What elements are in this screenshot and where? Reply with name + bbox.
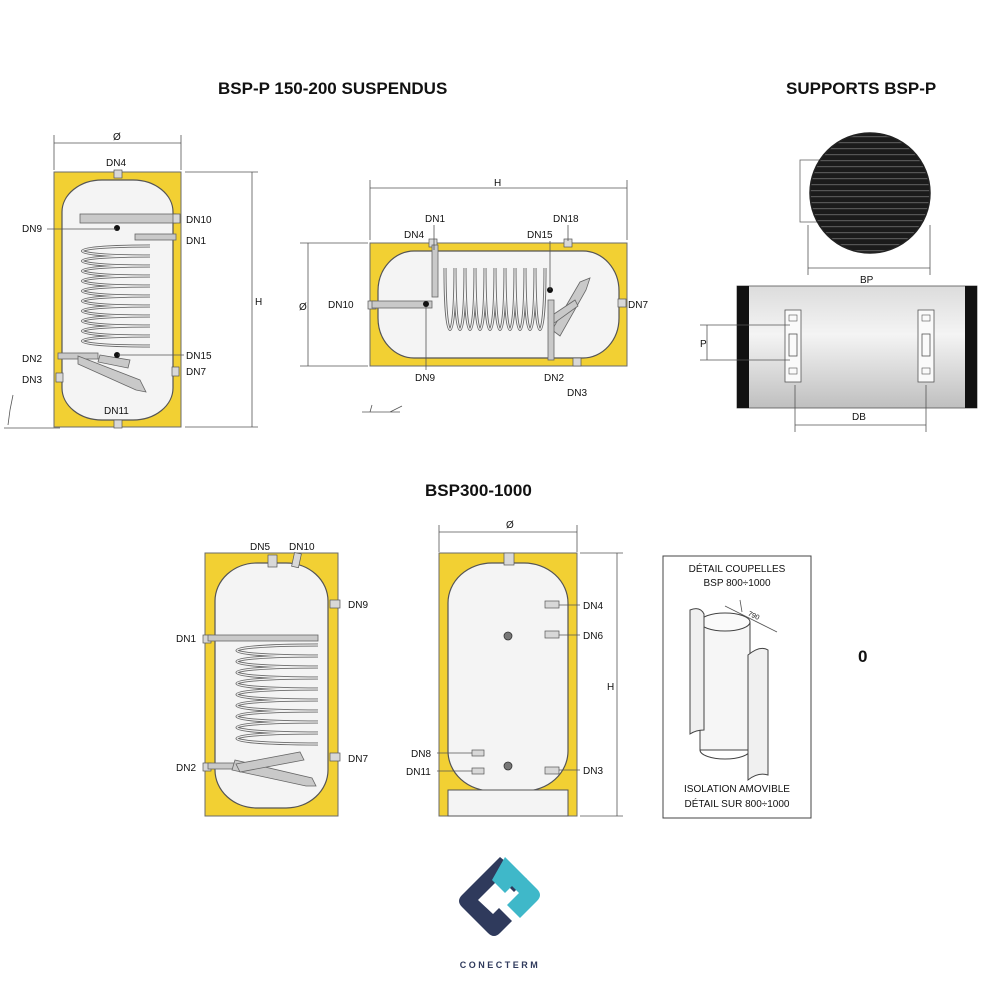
vertical-tank-label-dn11: DN11 bbox=[104, 406, 129, 417]
section-title-bsp-p-suspendus: BSP-P 150-200 SUSPENDUS bbox=[218, 79, 448, 98]
horizontal-tank-diameter-label: Ø bbox=[299, 302, 307, 313]
supports-label-db: DB bbox=[852, 412, 866, 423]
large-tank-side-label-dn11: DN11 bbox=[406, 767, 431, 778]
vertical-tank-label-dn4: DN4 bbox=[106, 158, 126, 169]
conecterm-logo: CONECTERM bbox=[459, 857, 540, 970]
large-tank-side-label-dn3: DN3 bbox=[583, 766, 603, 777]
vertical-tank-label-dn15: DN15 bbox=[186, 351, 212, 362]
large-tank-coil bbox=[235, 643, 319, 746]
vertical-tank-label-dn3: DN3 bbox=[22, 375, 42, 386]
large-tank-side-diagram: Ø H DN4 DN6 DN8 DN11 DN3 bbox=[406, 520, 623, 817]
large-tank-front-label-dn10: DN10 bbox=[289, 542, 315, 553]
large-tank-front-label-dn9: DN9 bbox=[348, 600, 368, 611]
zero-label: 0 bbox=[858, 647, 868, 666]
large-tank-side-label-dn6: DN6 bbox=[583, 631, 603, 642]
large-tank-front-label-dn7: DN7 bbox=[348, 754, 368, 765]
vertical-tank-label-dn10: DN10 bbox=[186, 215, 212, 226]
large-tank-front-diagram: DN5 DN10 DN9 DN1 DN2 DN7 bbox=[176, 542, 368, 817]
supports-diagram: BP P DB bbox=[700, 132, 978, 432]
vertical-tank-label-dn9: DN9 bbox=[22, 224, 42, 235]
horizontal-tank-coil bbox=[443, 267, 547, 331]
horizontal-tank-label-dn18: DN18 bbox=[553, 214, 579, 225]
logo-mark-accent bbox=[492, 857, 540, 918]
horizontal-tank-label-dn3: DN3 bbox=[567, 388, 587, 399]
vertical-tank-label-dn2: DN2 bbox=[22, 354, 42, 365]
large-tank-side-height-label: H bbox=[607, 682, 614, 693]
horizontal-tank-label-dn9: DN9 bbox=[415, 373, 435, 384]
vertical-tank-label-dn7: DN7 bbox=[186, 367, 206, 378]
horizontal-tank-diagram: H Ø DN1 DN18 DN4 DN bbox=[299, 178, 648, 413]
large-tank-front-label-dn1: DN1 bbox=[176, 634, 196, 645]
vertical-tank-diameter-label: Ø bbox=[113, 132, 121, 143]
horizontal-tank-label-dn15: DN15 bbox=[527, 230, 553, 241]
detail-footer-line2: DÉTAIL SUR 800÷1000 bbox=[685, 797, 790, 810]
horizontal-tank-height-label: H bbox=[494, 178, 501, 189]
horizontal-tank-label-dn4: DN4 bbox=[404, 230, 424, 241]
large-tank-side-diameter-label: Ø bbox=[506, 520, 514, 531]
vertical-tank-coil bbox=[81, 244, 151, 348]
detail-dim-label: 790 bbox=[747, 611, 761, 622]
detail-coupelles-box: DÉTAIL COUPELLES BSP 800÷1000 790 ISOLAT… bbox=[662, 555, 812, 819]
section-title-bsp300-1000: BSP300-1000 bbox=[425, 481, 532, 500]
logo-text: CONECTERM bbox=[460, 960, 541, 970]
horizontal-tank-label-dn1: DN1 bbox=[425, 214, 445, 225]
large-tank-front-label-dn2: DN2 bbox=[176, 763, 196, 774]
detail-footer-line1: ISOLATION AMOVIBLE bbox=[684, 784, 790, 795]
detail-title-line1: DÉTAIL COUPELLES bbox=[689, 562, 786, 575]
large-tank-side-label-dn4: DN4 bbox=[583, 601, 603, 612]
vertical-tank-height-label: H bbox=[255, 297, 262, 308]
horizontal-tank-label-dn10: DN10 bbox=[328, 300, 354, 311]
supports-label-bp: BP bbox=[860, 275, 874, 286]
vertical-tank-diagram: Ø H DN4 DN9 DN10 bbox=[4, 132, 262, 429]
large-tank-front-label-dn5: DN5 bbox=[250, 542, 270, 553]
section-title-supports: SUPPORTS BSP-P bbox=[786, 79, 937, 98]
horizontal-tank-label-dn2: DN2 bbox=[544, 373, 564, 384]
vertical-tank-label-dn1: DN1 bbox=[186, 236, 206, 247]
detail-title-line2: BSP 800÷1000 bbox=[703, 578, 770, 589]
horizontal-tank-label-dn7: DN7 bbox=[628, 300, 648, 311]
large-tank-side-label-dn8: DN8 bbox=[411, 749, 431, 760]
supports-label-p: P bbox=[700, 339, 707, 350]
